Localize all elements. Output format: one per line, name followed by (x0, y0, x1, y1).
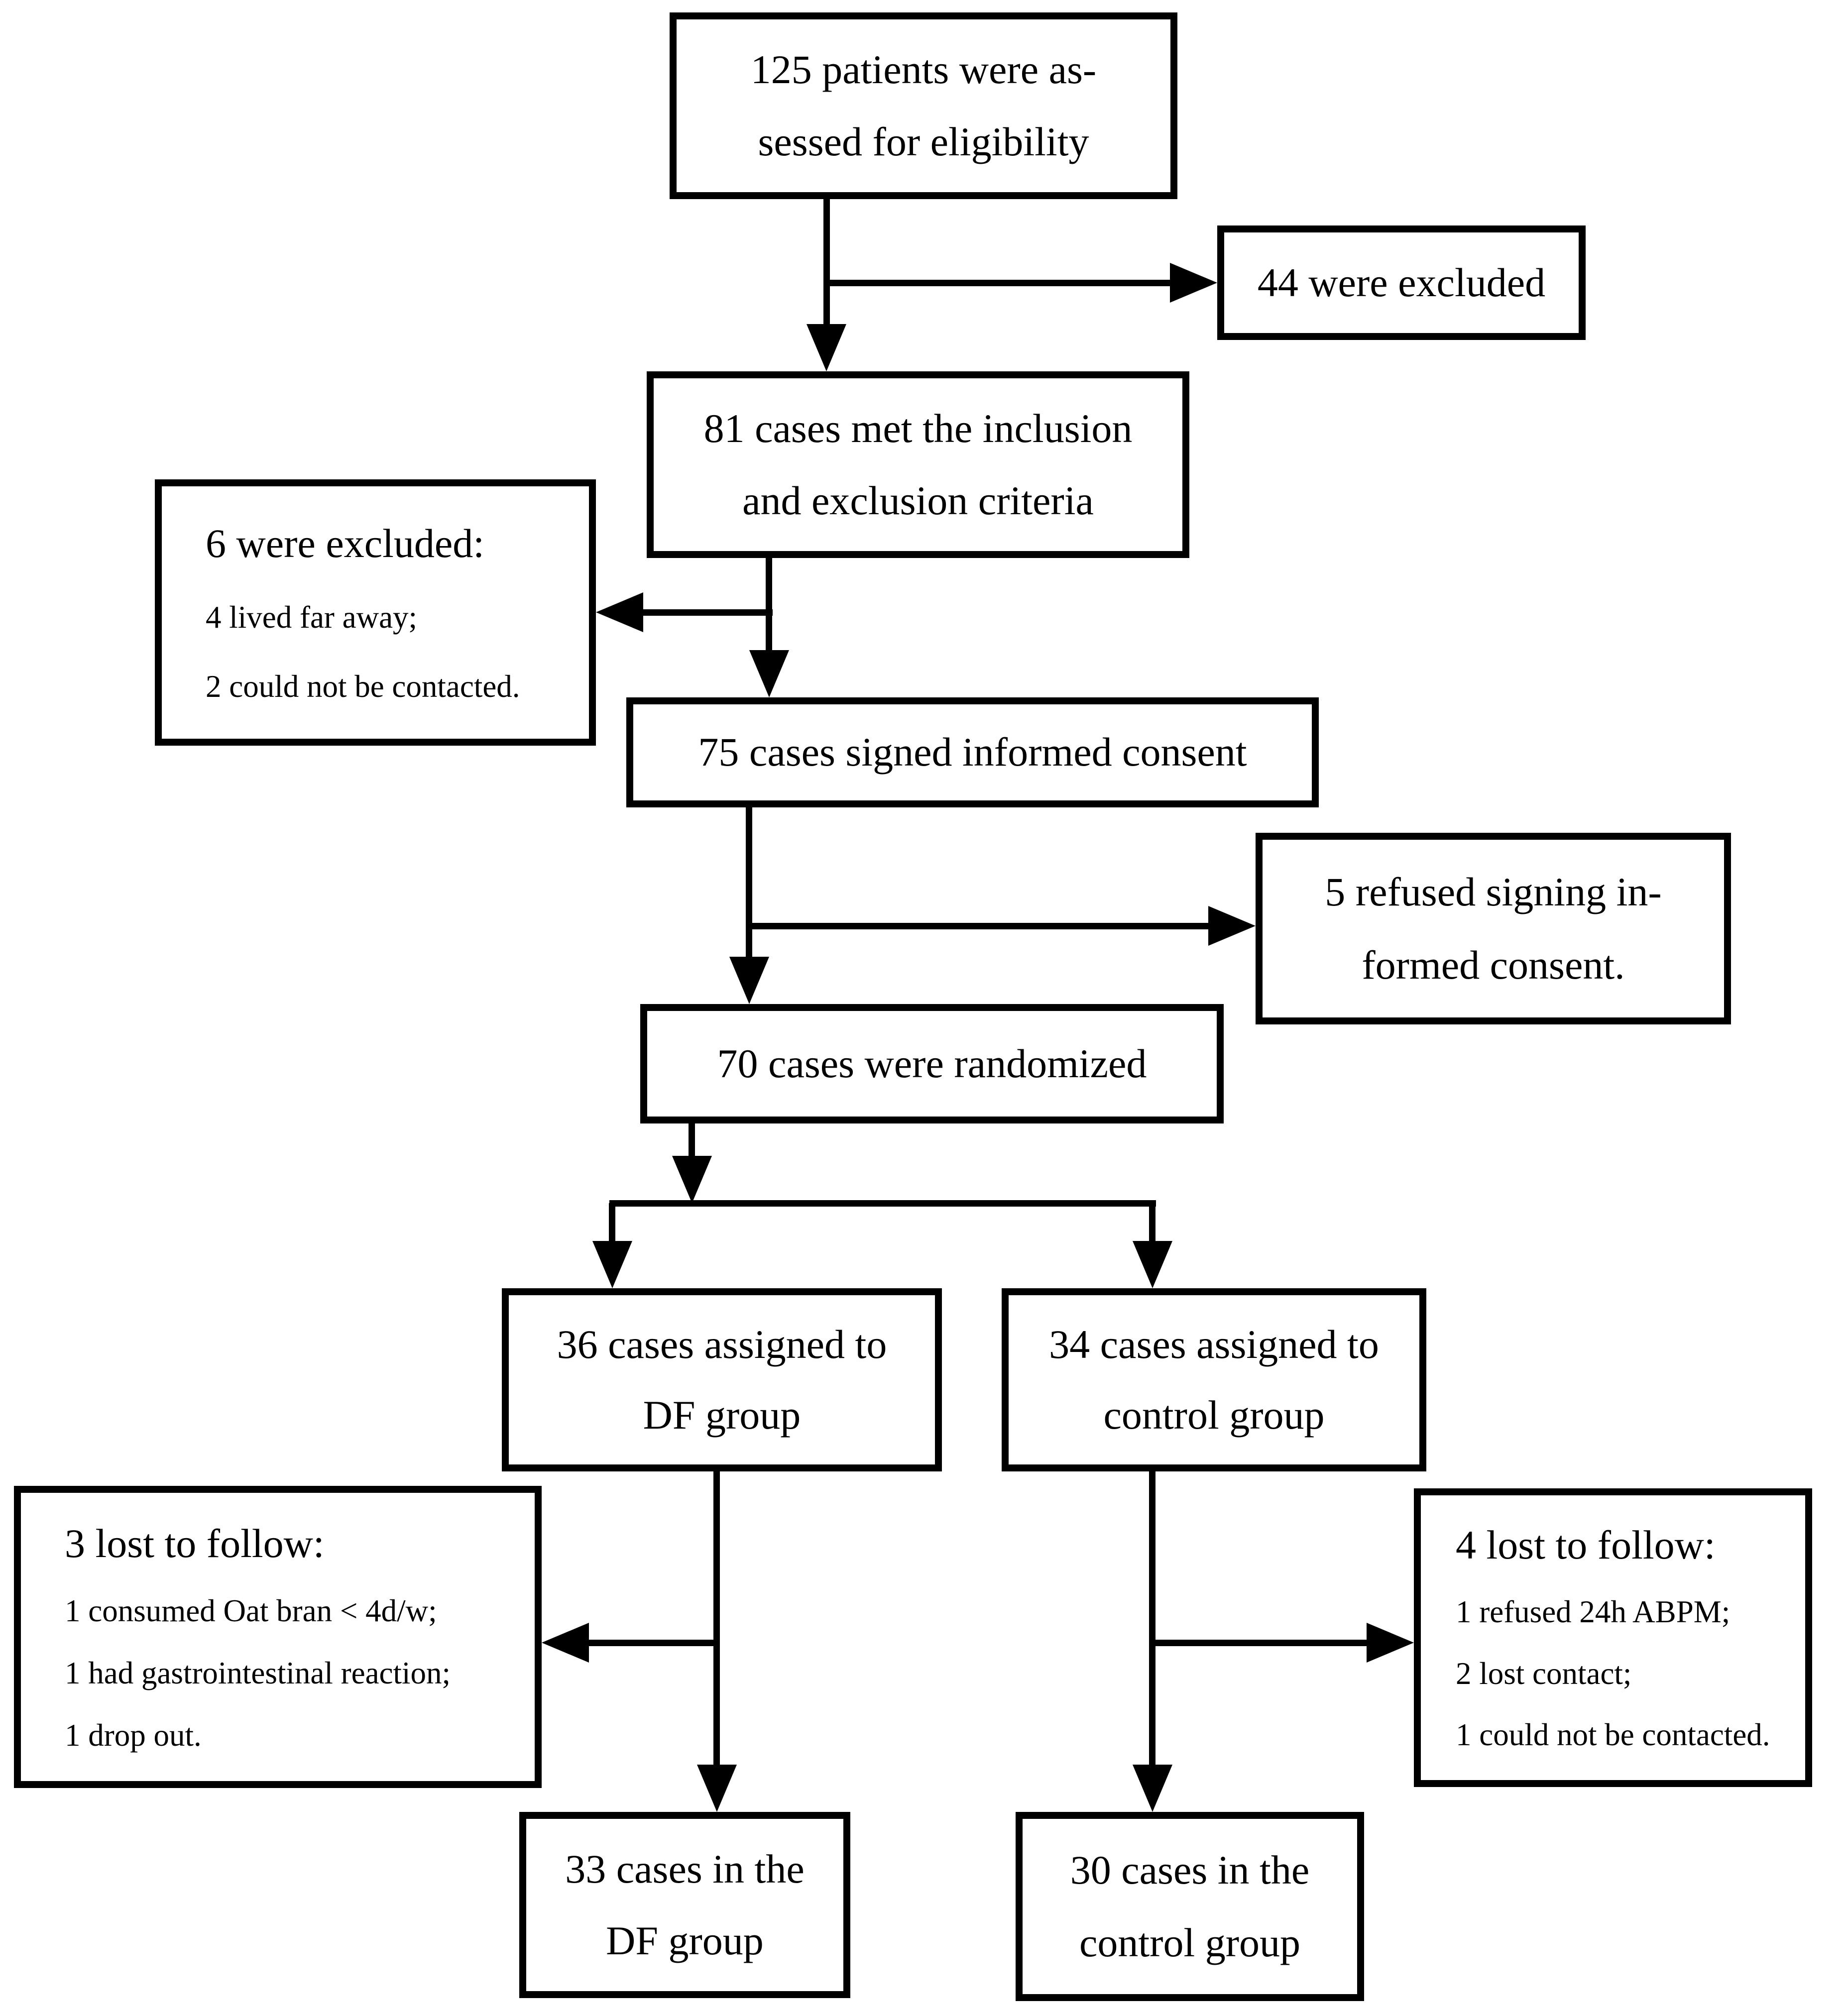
box-lost-3-title: 3 lost to follow: (65, 1520, 325, 1566)
box-lost-to-follow-3: 3 lost to follow: 1 consumed Oat bran < … (14, 1486, 542, 1788)
box-excluded-6-item2: 2 could not be contacted. (206, 669, 520, 704)
box-met-criteria-line1: 81 cases met the inclusion (703, 406, 1133, 451)
box-control-group-34: 34 cases assigned to control group (1002, 1288, 1426, 1471)
box-met-criteria-line2: and exclusion criteria (742, 477, 1094, 523)
box-signed-consent-line1: 75 cases signed informed consent (698, 729, 1247, 775)
box-lost-4-item1: 1 refused 24h ABPM; (1456, 1594, 1731, 1630)
connector-branch-to-excluded-6 (643, 609, 773, 616)
box-control-group-34-line2: control group (1103, 1392, 1325, 1438)
box-excluded-6-title: 6 were excluded: (206, 521, 485, 566)
box-excluded-44-line1: 44 were excluded (1257, 259, 1546, 305)
box-df-group-33-line2: DF group (606, 1917, 764, 1963)
box-df-group-33-line1: 33 cases in the (565, 1846, 805, 1892)
box-lost-4-item3: 1 could not be contacted. (1456, 1717, 1770, 1753)
box-lost-4-title: 4 lost to follow: (1456, 1522, 1716, 1568)
box-assessed-line2: sessed for eligibility (758, 118, 1089, 164)
connector-criteria-to-consent (766, 558, 772, 650)
box-lost-3-item2: 1 had gastrointestinal reaction; (65, 1655, 451, 1690)
box-refused-consent-line2: formed consent. (1362, 942, 1625, 988)
box-lost-to-follow-4: 4 lost to follow: 1 refused 24h ABPM; 2 … (1414, 1488, 1812, 1787)
box-control-group-30: 30 cases in the control group (1016, 1812, 1364, 2001)
connector-split-to-df-group (609, 1203, 615, 1241)
box-excluded-44: 44 were excluded (1217, 225, 1586, 340)
connector-branch-to-refused-5 (749, 923, 1208, 929)
arrowhead-at-split-junction (672, 1156, 712, 1203)
box-control-group-30-line2: control group (1079, 1919, 1301, 1965)
arrowhead-into-consent-box (749, 650, 789, 697)
connector-branch-to-excluded-44 (823, 280, 1170, 286)
arrowhead-into-lost-3-box (542, 1623, 589, 1663)
box-control-group-34-line1: 34 cases assigned to (1049, 1321, 1379, 1367)
box-lost-3-item3: 1 drop out. (65, 1717, 202, 1753)
box-lost-4-item2: 2 lost contact; (1456, 1656, 1632, 1691)
connector-randomized-to-split (689, 1123, 695, 1156)
connector-assessed-to-criteria (823, 199, 830, 324)
box-df-group-36-line2: DF group (643, 1392, 801, 1438)
connector-split-bar (609, 1200, 1156, 1207)
box-randomized-line1: 70 cases were randomized (717, 1040, 1147, 1086)
box-df-group-36-line1: 36 cases assigned to (557, 1321, 887, 1367)
box-refused-consent-line1: 5 refused signing in- (1325, 869, 1662, 914)
connector-branch-to-lost-4 (1153, 1640, 1367, 1646)
arrowhead-into-df-group-36-box (592, 1241, 632, 1288)
arrowhead-into-refused-5-box (1208, 906, 1256, 946)
connector-branch-to-lost-3 (589, 1640, 717, 1646)
box-signed-consent-75: 75 cases signed informed consent (626, 697, 1319, 807)
box-control-group-30-line1: 30 cases in the (1070, 1847, 1310, 1893)
box-randomized-70: 70 cases were randomized (640, 1004, 1224, 1123)
box-df-group-33: 33 cases in the DF group (519, 1812, 850, 1998)
connector-consent-to-randomized (746, 807, 752, 957)
box-assessed-eligibility: 125 patients were as- sessed for eligibi… (670, 12, 1177, 199)
connector-control34-to-control30 (1149, 1471, 1155, 1765)
box-excluded-6: 6 were excluded: 4 lived far away; 2 cou… (155, 479, 596, 746)
box-excluded-6-item1: 4 lived far away; (206, 600, 418, 635)
connector-split-to-control-group (1149, 1203, 1155, 1241)
box-met-criteria-81: 81 cases met the inclusion and exclusion… (647, 371, 1189, 558)
arrowhead-into-lost-4-box (1367, 1623, 1414, 1663)
box-assessed-line1: 125 patients were as- (750, 47, 1097, 93)
arrowhead-into-df-group-33-box (697, 1765, 737, 1812)
arrowhead-into-control-group-30-box (1133, 1765, 1172, 1812)
connector-df36-to-df33 (713, 1471, 720, 1765)
box-refused-consent-5: 5 refused signing in- formed consent. (1256, 833, 1731, 1024)
arrowhead-into-control-group-34-box (1133, 1241, 1172, 1288)
arrowhead-into-excluded-6-box (596, 592, 643, 632)
box-df-group-36: 36 cases assigned to DF group (502, 1288, 942, 1471)
arrowhead-into-excluded-44-box (1170, 263, 1217, 303)
arrowhead-into-criteria-box (807, 324, 846, 371)
arrowhead-into-randomized-box (729, 957, 769, 1004)
box-lost-3-item1: 1 consumed Oat bran < 4d/w; (65, 1593, 437, 1628)
